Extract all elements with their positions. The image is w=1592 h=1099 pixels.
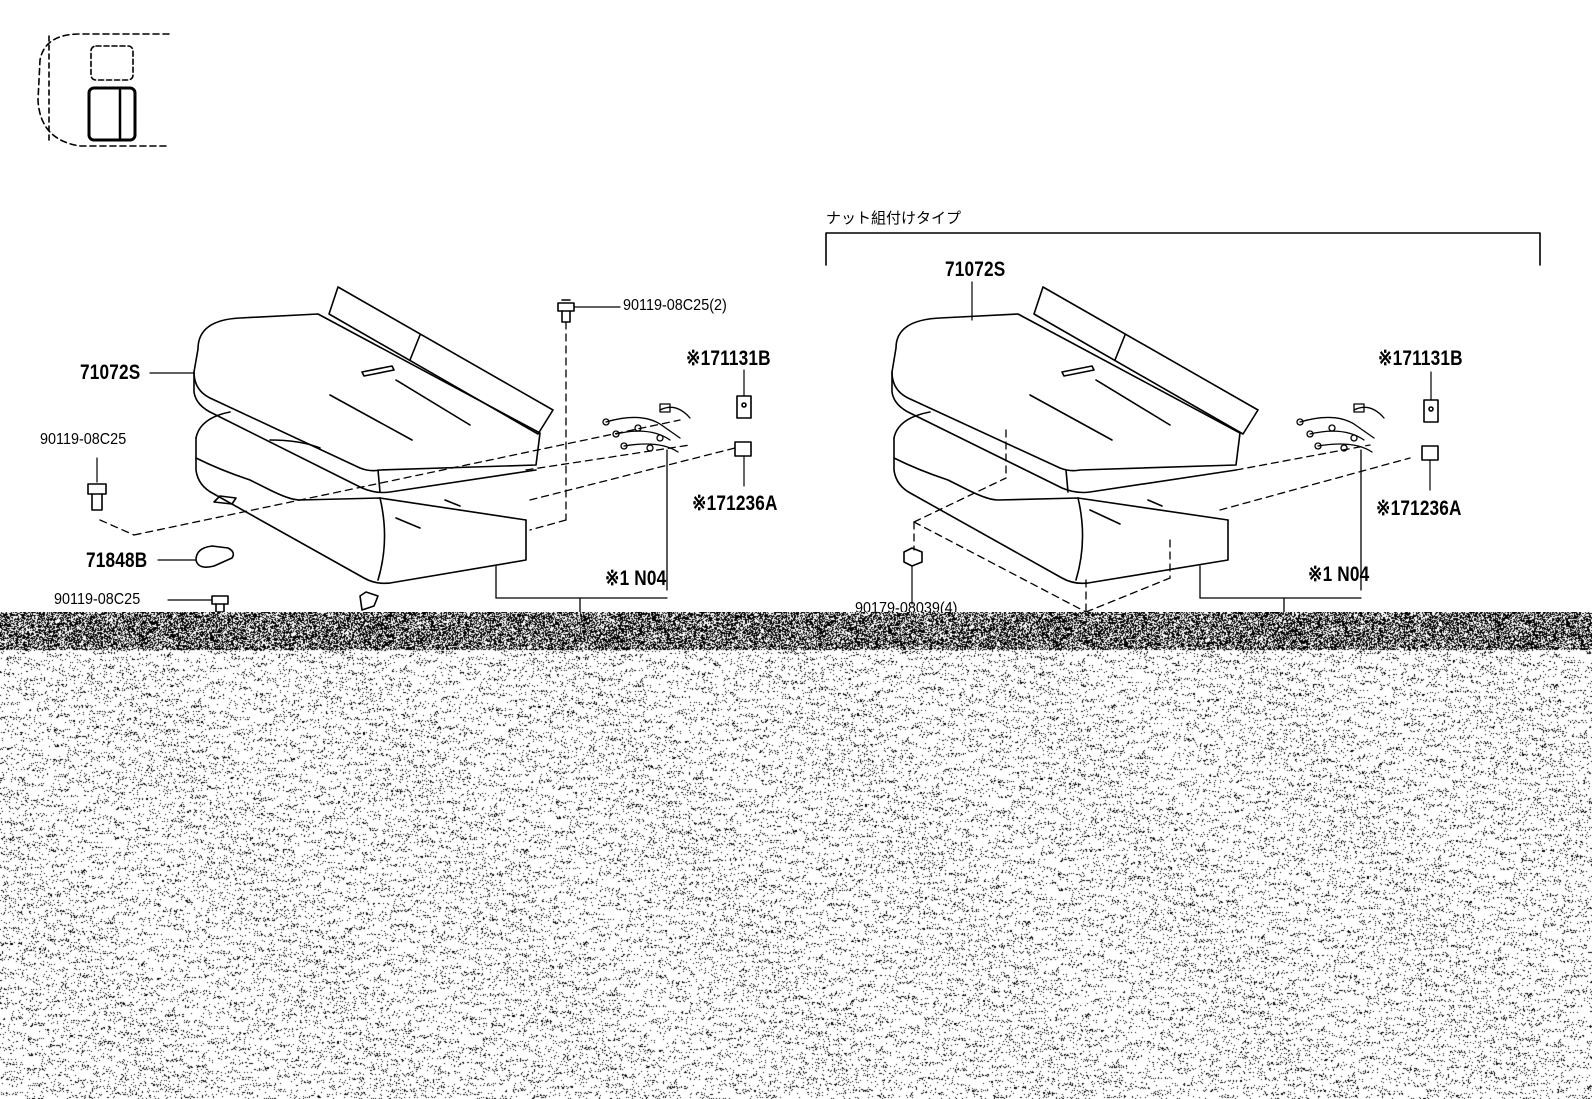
callout-71072s: 71072S bbox=[80, 361, 141, 384]
callout-90119-08c25: 90119-08C25 bbox=[54, 591, 141, 608]
right-seat-cushion-upper bbox=[891, 286, 1259, 494]
callout-71236a: ※171236A bbox=[692, 492, 778, 515]
callout-71848b: 71848B bbox=[86, 549, 148, 572]
cap-icon bbox=[734, 441, 752, 487]
callout-71236a: ※171236A bbox=[1376, 497, 1462, 520]
bolt-icon bbox=[167, 595, 229, 613]
bolt-icon bbox=[87, 457, 107, 511]
callout-71131b: ※171131B bbox=[686, 347, 771, 370]
nut-icon bbox=[903, 547, 923, 605]
wire-harness-icon bbox=[1199, 403, 1385, 613]
left-dashed-lines bbox=[99, 321, 736, 536]
vehicle-locator-icon bbox=[37, 33, 170, 147]
callout-71131b: ※171131B bbox=[1378, 347, 1463, 370]
left-seat-cushion-upper bbox=[193, 286, 554, 494]
cover-icon bbox=[157, 545, 235, 568]
bolt-icon bbox=[557, 299, 621, 323]
clip-icon bbox=[1423, 371, 1439, 423]
left-seat-cushion-lower bbox=[195, 411, 527, 611]
callout-90119-08c25-2: 90119-08C25(2) bbox=[623, 297, 727, 314]
callout-n04: ※1 N04 bbox=[605, 567, 667, 590]
right-dashed-lines bbox=[913, 429, 1411, 613]
clip-icon bbox=[736, 369, 752, 419]
callout-90119-08c25: 90119-08C25 bbox=[40, 431, 127, 448]
wire-harness-icon bbox=[495, 403, 691, 613]
variant-bracket bbox=[825, 232, 1541, 266]
cap-icon bbox=[1421, 445, 1439, 491]
scan-noise-area bbox=[0, 612, 1592, 1099]
callout-n04: ※1 N04 bbox=[1308, 563, 1370, 586]
variant-label: ナット組付けタイプ bbox=[826, 209, 962, 227]
right-seat-cushion-lower bbox=[893, 411, 1229, 585]
callout-71072s: 71072S bbox=[945, 258, 1006, 281]
